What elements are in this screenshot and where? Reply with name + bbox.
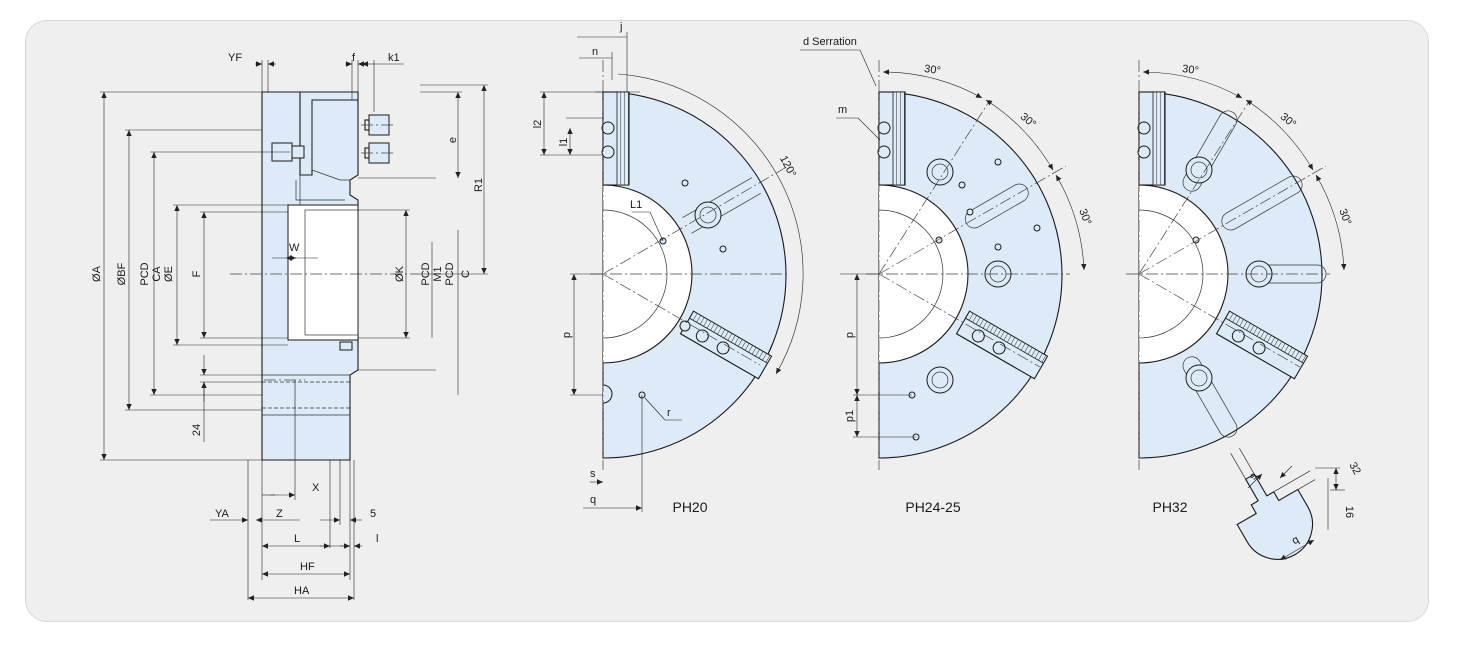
label-k1: k1 [388,52,400,64]
label-5: 5 [370,508,376,520]
detail-label-s: s [1247,471,1260,482]
ph32-front-view [1126,60,1347,470]
ph2425-label-p1: p1 [844,410,856,422]
label-ha: HA [294,585,310,597]
label-yf: YF [228,52,242,64]
label-ya: YA [215,508,230,520]
ph2425-label-p: p [844,332,856,338]
ph2425-label-serration: d Serration [803,36,857,48]
label-24: 24 [191,424,203,436]
label-dia-e: ØE [163,266,175,282]
label-l-small: l [376,533,378,545]
ph2425-front-view [800,49,1087,470]
ph20-label-s: s [590,468,596,480]
ph20-label-q: q [590,494,596,506]
ph20-label-l1: l1 [558,138,570,147]
label-e: e [447,137,459,143]
ph32-label-30-3: 30° [1336,207,1353,227]
ph2425-caption: PH24-25 [905,499,960,515]
label-f-dim: F [191,270,203,277]
ph32-caption: PH32 [1152,499,1187,515]
label-dia-bf: ØBF [116,262,128,285]
side-view-labels: YF f k1 e R1 ØA ØBF PCD CA ØE F W ØK PCD… [91,52,485,597]
label-dia-k: ØK [394,265,406,282]
jaw-screw-lower [361,142,395,164]
side-view-dimensions [100,60,488,601]
label-z: Z [276,508,283,520]
label-w: W [289,242,300,254]
tslot-labels: s 32 16 q [1247,460,1363,547]
label-r1: R1 [473,178,485,192]
detail-label-32: 32 [1346,460,1363,477]
label-pcd-m1: PCD [420,262,432,285]
ph20-label-big-l1: L1 [630,199,642,211]
label-pcd-ca: PCD [139,262,151,285]
label-ca: CA [151,266,163,282]
ph20-label-p: p [561,332,573,338]
jaw-screw-upper [361,114,395,136]
label-c: C [460,270,472,278]
tslot-detail [1230,448,1345,561]
detail-label-16: 16 [1343,506,1355,518]
label-pcd-c: PCD [444,262,456,285]
side-section-view [230,91,420,461]
label-l-big: L [294,533,300,545]
ph2425-label-30-3: 30° [1076,207,1093,227]
label-m1: M1 [432,266,444,281]
label-x: X [312,482,320,494]
ph2425-label-30-1: 30° [923,63,941,77]
ph2425-label-m: m [838,104,847,116]
ph20-label-angle: 120° [777,154,798,180]
ph20-front-view [540,32,804,512]
ph20-label-l2: l2 [532,120,544,129]
ph20-label-n: n [592,46,598,58]
ph20-label-j: j [619,21,622,33]
ph20-caption: PH20 [672,499,707,515]
label-hf: HF [300,561,315,573]
ph20-label-r: r [667,407,671,419]
detail-label-q: q [1290,534,1301,547]
label-dia-a: ØA [91,265,103,282]
label-f: f [352,52,356,64]
ph32-label-30-1: 30° [1181,63,1199,77]
